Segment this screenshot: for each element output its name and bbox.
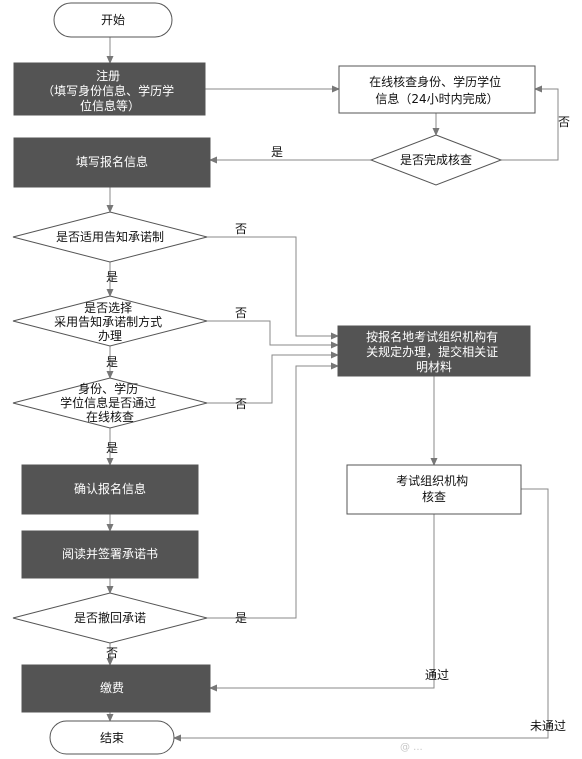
node-choose-pledge: 是否选择 采用告知承诺制方式 办理 <box>12 295 208 347</box>
confirm-info-label: 确认报名信息 <box>74 481 146 496</box>
label-review-pass: 通过 <box>425 668 449 682</box>
online-check-label: 在线核查身份、学历学位 信息（24小时内完成） <box>369 74 505 106</box>
edge-review-pass-pay <box>209 514 435 692</box>
online-check-box <box>338 65 536 114</box>
register-label: 注册 （填写身份信息、学历学 位信息等） <box>42 68 178 113</box>
end-label: 结束 <box>100 731 124 745</box>
label-withdraw-no: 否 <box>106 646 118 660</box>
node-check-done: 是否完成核查 <box>369 134 503 186</box>
node-verify-pass: 身份、学历 学位信息是否通过 在线核查 <box>12 377 208 429</box>
exam-review-box <box>346 464 522 515</box>
node-confirm-info: 确认报名信息 <box>21 464 199 515</box>
start-label: 开始 <box>101 13 125 27</box>
check-done-diamond <box>369 134 503 186</box>
label-verify-no: 否 <box>235 397 247 411</box>
submit-docs-box <box>337 325 531 377</box>
label-choose-yes: 是 <box>106 355 118 369</box>
label-apply-yes: 是 <box>106 270 118 284</box>
check-done-label: 是否完成核查 <box>400 152 472 167</box>
node-submit-docs: 按报名地考试组织机构有 关规定办理，提交相关证 明材料 <box>337 325 531 377</box>
node-online-check: 在线核查身份、学历学位 信息（24小时内完成） <box>338 65 536 114</box>
apply-pledge-diamond <box>12 211 208 263</box>
label-verify-yes: 是 <box>106 441 118 455</box>
label-check-yes: 是 <box>271 145 283 159</box>
edge-choose-no-submit <box>207 320 339 349</box>
edge-verify-no-submit <box>207 351 339 404</box>
edge-review-fail-end <box>173 488 549 742</box>
node-exam-review: 考试组织机构 核查 <box>346 464 522 515</box>
verify-pass-label: 身份、学历 学位信息是否通过 在线核查 <box>60 381 160 424</box>
exam-review-label: 考试组织机构 核查 <box>396 473 472 504</box>
start-terminal <box>53 2 173 38</box>
node-register: 注册 （填写身份信息、学历学 位信息等） <box>13 62 206 116</box>
withdraw-label: 是否撤回承诺 <box>74 610 146 625</box>
register-box <box>13 62 206 116</box>
node-start: 开始 <box>53 2 173 38</box>
submit-docs-label: 按报名地考试组织机构有 关规定办理，提交相关证 明材料 <box>366 329 502 374</box>
label-check-no: 否 <box>558 115 570 129</box>
read-pledge-box <box>21 530 199 579</box>
node-withdraw: 是否撤回承诺 <box>12 592 208 644</box>
fill-info-label: 填写报名信息 <box>76 154 148 169</box>
label-choose-no: 否 <box>235 306 247 320</box>
apply-pledge-label: 是否适用告知承诺制 <box>56 230 164 244</box>
watermark: @ ... <box>400 742 423 753</box>
label-review-fail: 未通过 <box>530 719 566 733</box>
withdraw-diamond <box>12 592 208 644</box>
fill-info-box <box>13 137 211 188</box>
label-apply-no: 否 <box>235 222 247 236</box>
node-fill-info: 填写报名信息 <box>13 137 211 188</box>
pay-label: 缴费 <box>100 680 124 695</box>
read-pledge-label: 阅读并签署承诺书 <box>62 546 158 561</box>
edge-check-no-loop <box>501 85 559 161</box>
verify-pass-diamond <box>12 377 208 429</box>
confirm-info-box <box>21 464 199 515</box>
pay-box <box>21 664 211 713</box>
node-end: 结束 <box>49 720 175 755</box>
node-apply-pledge: 是否适用告知承诺制 <box>12 211 208 263</box>
edge-withdraw-yes-submit <box>207 362 339 619</box>
edge-apply-no-submit <box>207 236 339 340</box>
choose-pledge-diamond <box>12 295 208 347</box>
edge-labels: 否 是 否 是 否 是 否 是 是 否 通过 未通过 <box>106 115 570 733</box>
end-terminal <box>49 720 175 755</box>
node-pay: 缴费 <box>21 664 211 713</box>
choose-pledge-label: 是否选择 采用告知承诺制方式 办理 <box>54 301 166 343</box>
connectors <box>106 37 559 742</box>
node-read-pledge: 阅读并签署承诺书 <box>21 530 199 579</box>
label-withdraw-yes: 是 <box>235 611 247 625</box>
